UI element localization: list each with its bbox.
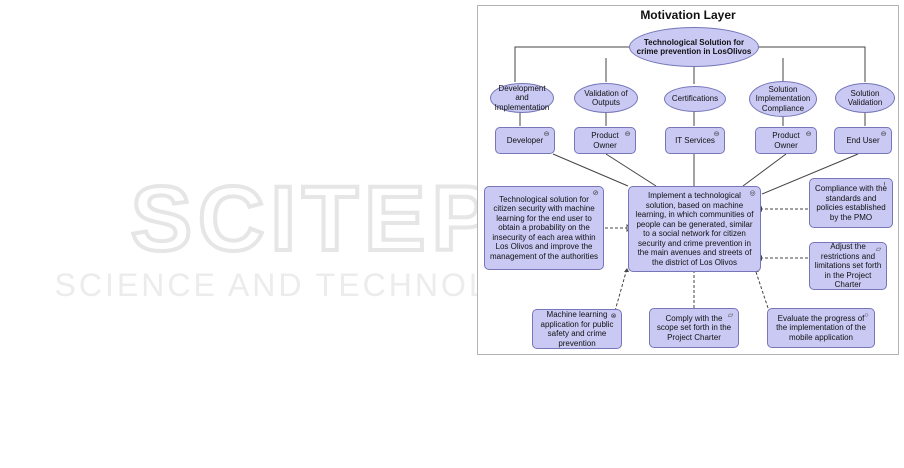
driver-validation: Validation of Outputs — [574, 83, 638, 113]
stakeholder-developer: ⊖ Developer — [495, 127, 555, 154]
driver-label: Solution Implementation Compliance — [755, 84, 811, 113]
stakeholder-label: Developer — [506, 135, 544, 145]
goal-node: Technological Solution for crime prevent… — [629, 27, 759, 67]
stakeholder-icon: ⊖ — [805, 131, 812, 138]
assessment-icon: ⊘ — [592, 190, 599, 197]
driver-label: Validation of Outputs — [584, 88, 628, 108]
assessment-icon: ⊗ — [610, 313, 617, 320]
stakeholder-label: IT Services — [675, 135, 715, 145]
stakeholder-label: Product Owner — [772, 131, 800, 150]
principle-icon: ! — [883, 182, 886, 189]
central-goal-label: Implement a technological solution, base… — [635, 191, 754, 267]
outcome-icon: ○ — [864, 312, 869, 319]
driver-certifications: Certifications — [664, 86, 726, 112]
stakeholder-product-owner-1: ⊖ Product Owner — [574, 127, 636, 154]
assessment-node: ⊘ Technological solution for citizen sec… — [484, 186, 604, 270]
goal-icon: ◎ — [749, 190, 756, 197]
connector-lines — [514, 46, 866, 312]
driver-development: Development and Implementation — [490, 83, 554, 113]
stakeholder-icon: ⊖ — [624, 131, 631, 138]
central-goal-node: ◎ Implement a technological solution, ba… — [628, 186, 761, 272]
requirement-icon: ▱ — [727, 312, 734, 319]
evaluate-label: Evaluate the progress of the implementat… — [776, 313, 866, 342]
driver-label: Solution Validation — [847, 88, 883, 108]
stakeholder-label: End User — [846, 135, 880, 145]
driver-label: Development and Implementation — [494, 83, 550, 112]
stakeholder-icon: ⊖ — [880, 131, 887, 138]
machine-learning-label: Machine learning application for public … — [540, 310, 614, 348]
constraint-node: ▱ Adjust the restrictions and limitation… — [809, 242, 887, 290]
stakeholder-end-user: ⊖ End User — [834, 127, 892, 154]
principle-node: ! Compliance with the standards and poli… — [809, 178, 893, 228]
machine-learning-node: ⊗ Machine learning application for publi… — [532, 309, 622, 349]
stakeholder-label: Product Owner — [591, 131, 619, 150]
goal-label: Technological Solution for crime prevent… — [636, 37, 752, 57]
driver-compliance: Solution Implementation Compliance — [749, 81, 817, 117]
driver-solution-validation: Solution Validation — [835, 83, 895, 113]
principle-label: Compliance with the standards and polici… — [814, 184, 888, 222]
stakeholder-icon: ⊖ — [713, 131, 720, 138]
diagram-title: Motivation Layer — [640, 8, 736, 22]
driver-label: Certifications — [671, 94, 719, 104]
constraint-label: Adjust the restrictions and limitations … — [814, 242, 882, 290]
evaluate-node: ○ Evaluate the progress of the implement… — [767, 308, 875, 348]
assessment-label: Technological solution for citizen secur… — [489, 194, 599, 261]
motivation-layer-panel: Motivation Layer Technological Solution … — [477, 5, 899, 355]
stakeholder-product-owner-2: ⊖ Product Owner — [755, 127, 817, 154]
stakeholder-it-services: ⊖ IT Services — [665, 127, 725, 154]
stakeholder-icon: ⊖ — [543, 131, 550, 138]
scope-label: Comply with the scope set forth in the P… — [656, 313, 732, 342]
scope-node: ▱ Comply with the scope set forth in the… — [649, 308, 739, 348]
constraint-icon: ▱ — [875, 246, 882, 253]
